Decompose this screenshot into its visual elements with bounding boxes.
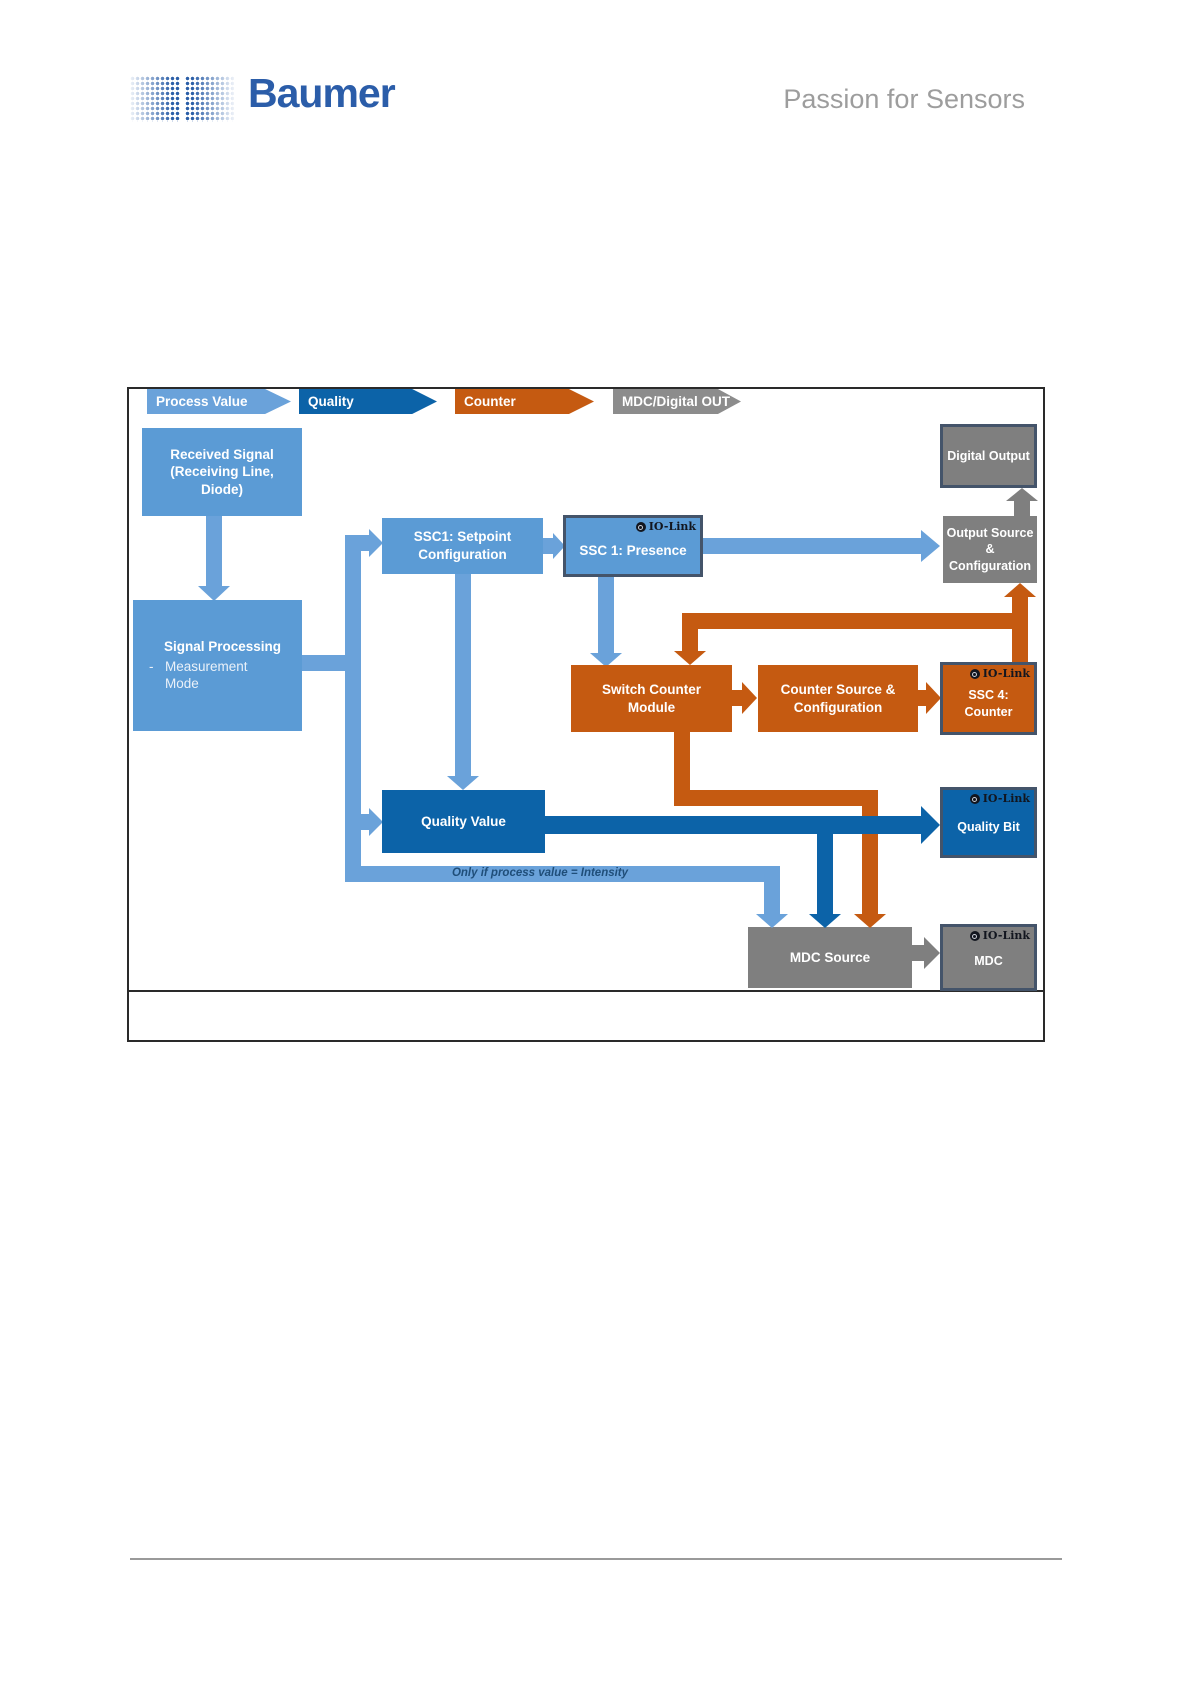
box-counter-source-label: Counter Source & Configuration <box>780 681 896 715</box>
cnt-arrow-switchcounter-shaft <box>682 629 698 651</box>
legend-mdc-digital-out: MDC/Digital OUT <box>613 389 741 414</box>
box-digital-output: Digital Output <box>940 424 1037 488</box>
box-signal-processing-bullet: - Measurement Mode <box>149 658 269 693</box>
iolink-logo-icon <box>635 522 646 533</box>
iolink-logo-icon <box>969 669 980 680</box>
box-quality-bit: IO-Link Quality Bit <box>940 787 1037 858</box>
header-tagline: Passion for Sensors <box>783 84 1025 114</box>
pv-arrow-switchcounter-shaft <box>598 577 614 653</box>
box-output-source: Output Source & Configuration <box>943 516 1037 583</box>
box-ssc4-counter: IO-Link SSC 4: Counter <box>940 662 1037 735</box>
pv-arrow-rs-sp-head <box>198 586 230 601</box>
iolink-badge: IO-Link <box>969 792 1030 806</box>
diagram-caption-divider <box>127 990 1045 992</box>
pv-arrow-ssc1-shaft <box>345 535 369 551</box>
box-signal-processing-title: Signal Processing <box>164 639 282 655</box>
box-ssc1-presence: IO-Link SSC 1: Presence <box>563 515 703 577</box>
footer-rule <box>130 1558 1062 1560</box>
pv-sp-stub <box>302 655 347 671</box>
baumer-logo-icon <box>130 76 234 122</box>
pv-arrow-mdcsource-shaft <box>764 882 780 914</box>
legend-quality: Quality <box>299 389 437 414</box>
pv-arrow-mdcsource-head <box>756 914 788 928</box>
box-ssc1-setpoint: SSC1: Setpoint Configuration <box>382 518 543 574</box>
pv-arrow-presence-head <box>553 533 565 559</box>
box-quality-value: Quality Value <box>382 790 545 853</box>
logo-dot-block-right <box>184 76 234 122</box>
pv-onlyif-line <box>345 866 780 882</box>
iolink-badge: IO-Link <box>969 929 1030 943</box>
logo-dot-block-left <box>130 76 180 122</box>
pv-arrow-switchcounter-head <box>590 653 622 667</box>
pv-arrow-ssc1-qv-shaft <box>455 574 471 776</box>
annotation-only-if-intensity: Only if process value = Intensity <box>451 867 629 879</box>
pv-arrow-presence-shaft <box>543 538 553 554</box>
iolink-badge-label: IO-Link <box>982 929 1030 942</box>
pv-arrow-ssc1-head <box>369 529 383 557</box>
legend-counter: Counter <box>455 389 594 414</box>
cnt-branch-horizontal <box>682 613 1028 629</box>
cnt-arrow-switchcounter-head <box>674 651 706 665</box>
pv-arrow-qv-shaft <box>345 814 369 830</box>
cnt-arrow-countersource-shaft <box>732 690 742 706</box>
iolink-badge-label: IO-Link <box>982 792 1030 805</box>
bullet-dash: - <box>149 658 154 674</box>
cnt-riser-shaft <box>1012 597 1028 665</box>
gr-arrow-mdc-shaft <box>912 945 924 961</box>
cnt-arrow-ssc4-head <box>926 682 941 714</box>
bullet-text: Measurement Mode <box>165 658 248 692</box>
box-signal-processing: Signal Processing - Measurement Mode <box>133 600 302 731</box>
cnt-mdc-vert1 <box>674 732 690 790</box>
box-quality-bit-label: Quality Bit <box>957 820 1020 835</box>
cnt-mdc-horizontal <box>674 790 878 806</box>
box-mdc-source-label: MDC Source <box>789 949 871 965</box>
q-arrow-mdcsource-shaft <box>817 834 833 914</box>
cnt-arrow-countersource-head <box>742 682 757 714</box>
pv-arrow-rs-sp-shaft <box>206 515 222 587</box>
iolink-badge: IO-Link <box>635 520 696 534</box>
box-ssc1-presence-label: SSC 1: Presence <box>579 543 687 559</box>
box-received-signal: Received Signal (Receiving Line, Diode) <box>142 428 302 516</box>
legend-process-value: Process Value <box>147 389 291 414</box>
cnt-arrow-outputsource-head <box>1004 583 1036 597</box>
gr-arrow-mdc-head <box>924 937 940 969</box>
brand-name: Baumer <box>248 70 396 116</box>
pv-arrow-qv-head <box>369 808 383 836</box>
box-mdc-source: MDC Source <box>748 927 912 988</box>
box-switch-counter: Switch Counter Module <box>571 665 732 732</box>
iolink-logo-icon <box>969 794 980 805</box>
iolink-logo-icon <box>969 931 980 942</box>
box-mdc-label: MDC <box>974 954 1003 969</box>
iolink-badge-label: IO-Link <box>648 520 696 533</box>
box-ssc1-setpoint-label: SSC1: Setpoint Configuration <box>413 529 512 562</box>
box-received-signal-label: Received Signal (Receiving Line, Diode) <box>170 446 274 497</box>
iolink-badge: IO-Link <box>969 667 1030 681</box>
box-quality-value-label: Quality Value <box>421 813 506 829</box>
box-counter-source: Counter Source & Configuration <box>758 665 918 732</box>
q-arrow-qualitybit-head <box>921 806 940 844</box>
box-digital-output-label: Digital Output <box>947 448 1030 463</box>
cnt-arrow-ssc4-shaft <box>918 690 926 706</box>
pv-arrow-outputsource-head <box>921 530 940 562</box>
box-output-source-label: Output Source & Configuration <box>946 526 1034 573</box>
pv-arrow-outputsource-shaft <box>703 538 921 554</box>
cnt-arrow-mdcsource-head <box>854 914 886 928</box>
gr-arrow-digitalout-shaft <box>1014 501 1030 516</box>
pv-trunk <box>345 535 361 882</box>
box-mdc: IO-Link MDC <box>940 924 1037 991</box>
q-arrow-mdcsource-head <box>809 914 841 928</box>
q-arrow-qualitybit-shaft <box>545 816 921 834</box>
pv-arrow-ssc1-qv-head <box>447 776 479 790</box>
box-ssc4-counter-label: SSC 4: Counter <box>964 688 1013 719</box>
gr-arrow-digitalout-head <box>1006 488 1038 501</box>
box-switch-counter-label: Switch Counter Module <box>601 681 701 715</box>
diagram-frame <box>127 387 1045 1042</box>
iolink-badge-label: IO-Link <box>982 667 1030 680</box>
